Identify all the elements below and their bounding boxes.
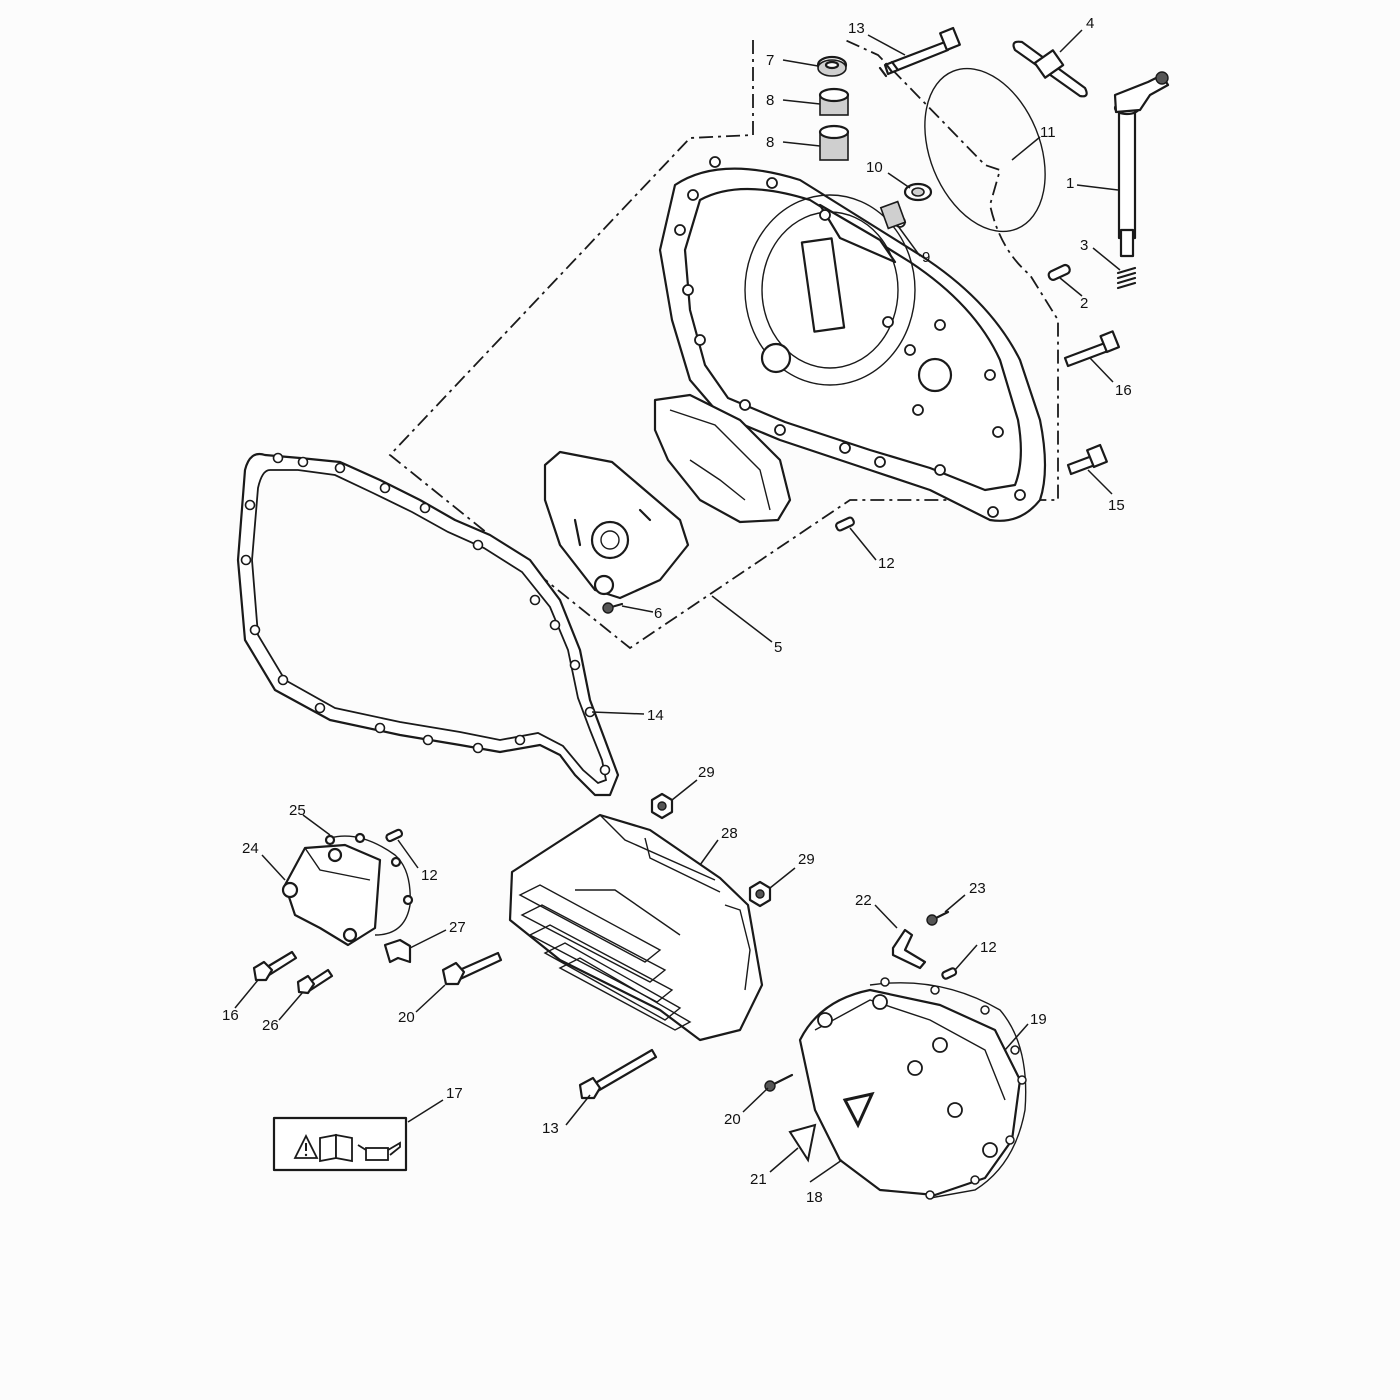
bearing-7 — [816, 55, 848, 77]
callout-13b: 13 — [542, 1120, 559, 1137]
callout-1: 1 — [1066, 175, 1074, 192]
callout-21: 21 — [750, 1171, 767, 1188]
screw-23 — [926, 910, 950, 926]
dowel-pin-12-right — [835, 516, 855, 532]
screw-6 — [602, 602, 624, 614]
warning-label — [272, 1116, 408, 1172]
callout-8a: 8 — [766, 92, 774, 109]
link-arm — [1012, 40, 1088, 98]
bolt-20-left — [441, 951, 503, 986]
chain-guide — [653, 393, 792, 524]
callout-4: 4 — [1086, 15, 1094, 32]
callout-7: 7 — [766, 52, 774, 69]
assembly-boundary — [388, 39, 1059, 650]
callout-20b: 20 — [724, 1111, 741, 1128]
callout-15: 15 — [1108, 497, 1125, 514]
callout-13a: 13 — [848, 20, 865, 37]
callout-2: 2 — [1080, 295, 1088, 312]
callout-16a: 16 — [1115, 382, 1132, 399]
bolt-16-right — [1063, 330, 1121, 368]
outer-cover-28 — [508, 813, 764, 1042]
clip-27 — [383, 938, 412, 964]
bearing-8b — [818, 124, 850, 161]
seal-10 — [903, 182, 933, 202]
bolt-13-top — [878, 26, 961, 78]
bolt-26 — [296, 968, 334, 995]
callout-19: 19 — [1030, 1011, 1047, 1028]
callout-25: 25 — [289, 802, 306, 819]
callout-29b: 29 — [798, 851, 815, 868]
callout-28: 28 — [721, 825, 738, 842]
bolt-13-bottom — [578, 1048, 658, 1100]
bearing-8a — [818, 87, 850, 116]
gasket-19 — [869, 977, 1027, 1200]
inner-primary-cover — [658, 156, 1047, 522]
manual-book-icon — [319, 1133, 353, 1163]
dowel-pin-12-lower — [941, 967, 958, 980]
warning-triangle-icon — [293, 1133, 319, 1159]
gasket-14 — [236, 452, 620, 797]
callout-16b: 16 — [222, 1007, 239, 1024]
bolt-16-left — [252, 950, 298, 982]
bracket-22 — [891, 928, 927, 970]
nut-29-top — [650, 792, 674, 820]
callout-3: 3 — [1080, 237, 1088, 254]
callout-18: 18 — [806, 1189, 823, 1206]
cover-18 — [798, 988, 1022, 1197]
gasket-25 — [324, 832, 414, 936]
callout-14: 14 — [647, 707, 664, 724]
callout-12c: 12 — [980, 939, 997, 956]
callout-10: 10 — [866, 159, 883, 176]
callout-12a: 12 — [878, 555, 895, 572]
oil-can-icon — [357, 1141, 401, 1161]
leader-lines — [234, 29, 1121, 1183]
callout-9: 9 — [922, 249, 930, 266]
callout-29a: 29 — [698, 764, 715, 781]
dowel-pin — [1047, 263, 1071, 281]
callout-17: 17 — [446, 1085, 463, 1102]
callout-26: 26 — [262, 1017, 279, 1034]
callout-6: 6 — [654, 605, 662, 622]
shaft — [1113, 71, 1170, 258]
small-cover-24 — [281, 843, 382, 947]
callout-8b: 8 — [766, 134, 774, 151]
callout-11: 11 — [1040, 124, 1056, 141]
callout-24: 24 — [242, 840, 259, 857]
callout-5: 5 — [774, 639, 782, 656]
callout-12b: 12 — [421, 867, 438, 884]
bolt-15 — [1066, 443, 1108, 476]
screw-20-right — [764, 1073, 794, 1092]
bush-9 — [879, 200, 907, 230]
callout-23: 23 — [969, 880, 986, 897]
cover-plate — [543, 450, 690, 600]
seal-ring — [924, 67, 1046, 233]
callout-20a: 20 — [398, 1009, 415, 1026]
nut-29-mid — [748, 880, 772, 908]
decal-21 — [788, 1123, 817, 1163]
callout-27: 27 — [449, 919, 466, 936]
spring — [1116, 266, 1137, 290]
callout-22: 22 — [855, 892, 872, 909]
dowel-pin-12-left — [385, 828, 404, 843]
